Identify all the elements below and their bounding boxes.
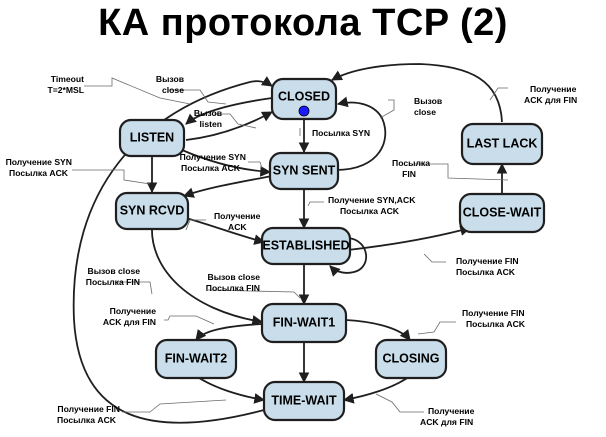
label-recv-syn-mid-1: Получение SYN (180, 152, 246, 162)
label-close-top-2: close (162, 85, 184, 95)
state-closing-label: CLOSING (383, 351, 440, 365)
label-close-right-2: close (414, 107, 436, 117)
label-recv-ack-fin-left-2: ACK для FIN (103, 317, 156, 327)
label-recv-ack-fin-left-1: Получение (110, 306, 157, 316)
state-syn-rcvd-label: SYN RCVD (120, 203, 185, 217)
edge-finwait2-timewait (195, 375, 266, 404)
state-close-wait-label: CLOSE-WAIT (463, 205, 542, 219)
label-timeout-1: Timeout (51, 74, 84, 84)
label-recv-synack-2: Посылка ACK (340, 206, 400, 216)
state-last-ack-label: LAST LACK (467, 136, 538, 150)
label-listen-call-1: Вызов (194, 108, 222, 118)
edge-finwait1-closing (345, 319, 411, 341)
label-send-fin-right-2: FIN (402, 169, 416, 179)
edge-listen-synsent (181, 149, 272, 177)
state-fin-wait2-label: FIN-WAIT2 (165, 351, 228, 365)
transition-edges (72, 63, 508, 424)
edge-timewait-closed (72, 76, 273, 424)
state-established-label: ESTABLISHED (262, 238, 349, 252)
state-listen: LISTEN (118, 118, 186, 158)
state-closed: CLOSED (270, 77, 338, 121)
transition-labels: Timeout T=2*MSL Вызов close Вызов listen… (6, 74, 578, 427)
label-send-fin-right-1: Посылка (392, 158, 430, 168)
state-time-wait-label: TIME-WAIT (271, 393, 337, 407)
edge-listen-closed (185, 111, 273, 141)
label-timeout-2: T=2*MSL (47, 85, 84, 95)
label-recv-ack-fin-bottom-2: ACK для FIN (420, 417, 473, 427)
state-fin-wait1-label: FIN-WAIT1 (273, 315, 336, 329)
label-recv-fin-est-2: Посылка ACK (456, 267, 516, 277)
label-close-mid-1: Вызов close (208, 272, 261, 282)
label-recv-syn-left-1: Получение SYN (6, 157, 72, 167)
label-close-top-1: Вызов (156, 74, 184, 84)
state-fin-wait2: FIN-WAIT2 (154, 338, 238, 380)
label-recv-fin-right-2: Посылка ACK (466, 319, 526, 329)
page-title: КА протокола TCP (2) (98, 2, 508, 44)
edge-synrcvd-established (185, 217, 266, 245)
label-recv-ack-1: Получение (214, 211, 261, 221)
label-close-left-2: Посылка FIN (86, 277, 140, 287)
label-recv-fin-bottom-1: Получение FIN (57, 404, 120, 414)
state-close-wait: CLOSE-WAIT (458, 192, 546, 234)
label-recv-ack-fin-bottom-1: Получение (428, 406, 475, 416)
state-syn-sent: SYN SENT (268, 151, 340, 191)
state-established: ESTABLISHED (260, 226, 352, 266)
edge-synsent-closed (335, 96, 387, 171)
edge-established-loop (329, 237, 368, 277)
state-time-wait: TIME-WAIT (262, 380, 346, 422)
label-recv-ack-fin-top-2: ACK для FIN (524, 95, 577, 105)
label-send-syn: Посылка SYN (312, 128, 370, 138)
label-listen-call-2: listen (200, 119, 222, 129)
label-recv-syn-left-2: Посылка ACK (9, 168, 69, 178)
label-recv-ack-2: ACK (228, 222, 247, 232)
state-fin-wait1: FIN-WAIT1 (260, 302, 348, 344)
label-close-right-1: Вызов (414, 96, 442, 106)
label-recv-fin-bottom-2: Посылка ACK (57, 415, 117, 425)
edge-closing-timewait (342, 375, 411, 404)
edge-lastack-closed (331, 63, 503, 123)
label-recv-syn-mid-2: Посылка ACK (181, 163, 241, 173)
label-recv-ack-fin-top-1: Получение (530, 84, 577, 94)
label-close-mid-2: Посылка FIN (206, 283, 260, 293)
label-close-left-1: Вызов close (88, 266, 141, 276)
edge-established-closewait (347, 225, 472, 251)
state-listen-label: LISTEN (130, 130, 174, 144)
edge-synsent-synrcvd (182, 175, 273, 198)
edge-synrcvd-finwait1 (151, 225, 264, 326)
state-closing: CLOSING (374, 338, 448, 380)
start-marker-icon (298, 105, 310, 117)
label-recv-fin-est-1: Получение FIN (456, 256, 519, 266)
callout-lines (72, 77, 509, 413)
state-syn-rcvd: SYN RCVD (114, 191, 190, 231)
state-closed-label: CLOSED (278, 89, 330, 103)
edge-finwait1-finwait2 (195, 323, 263, 341)
label-recv-fin-right-1: Получение FIN (462, 308, 525, 318)
state-syn-sent-label: SYN SENT (273, 163, 336, 177)
label-recv-synack-1: Получение SYN,ACK (328, 195, 416, 205)
edge-closed-listen (185, 97, 273, 125)
state-last-ack: LAST LACK (460, 122, 544, 166)
